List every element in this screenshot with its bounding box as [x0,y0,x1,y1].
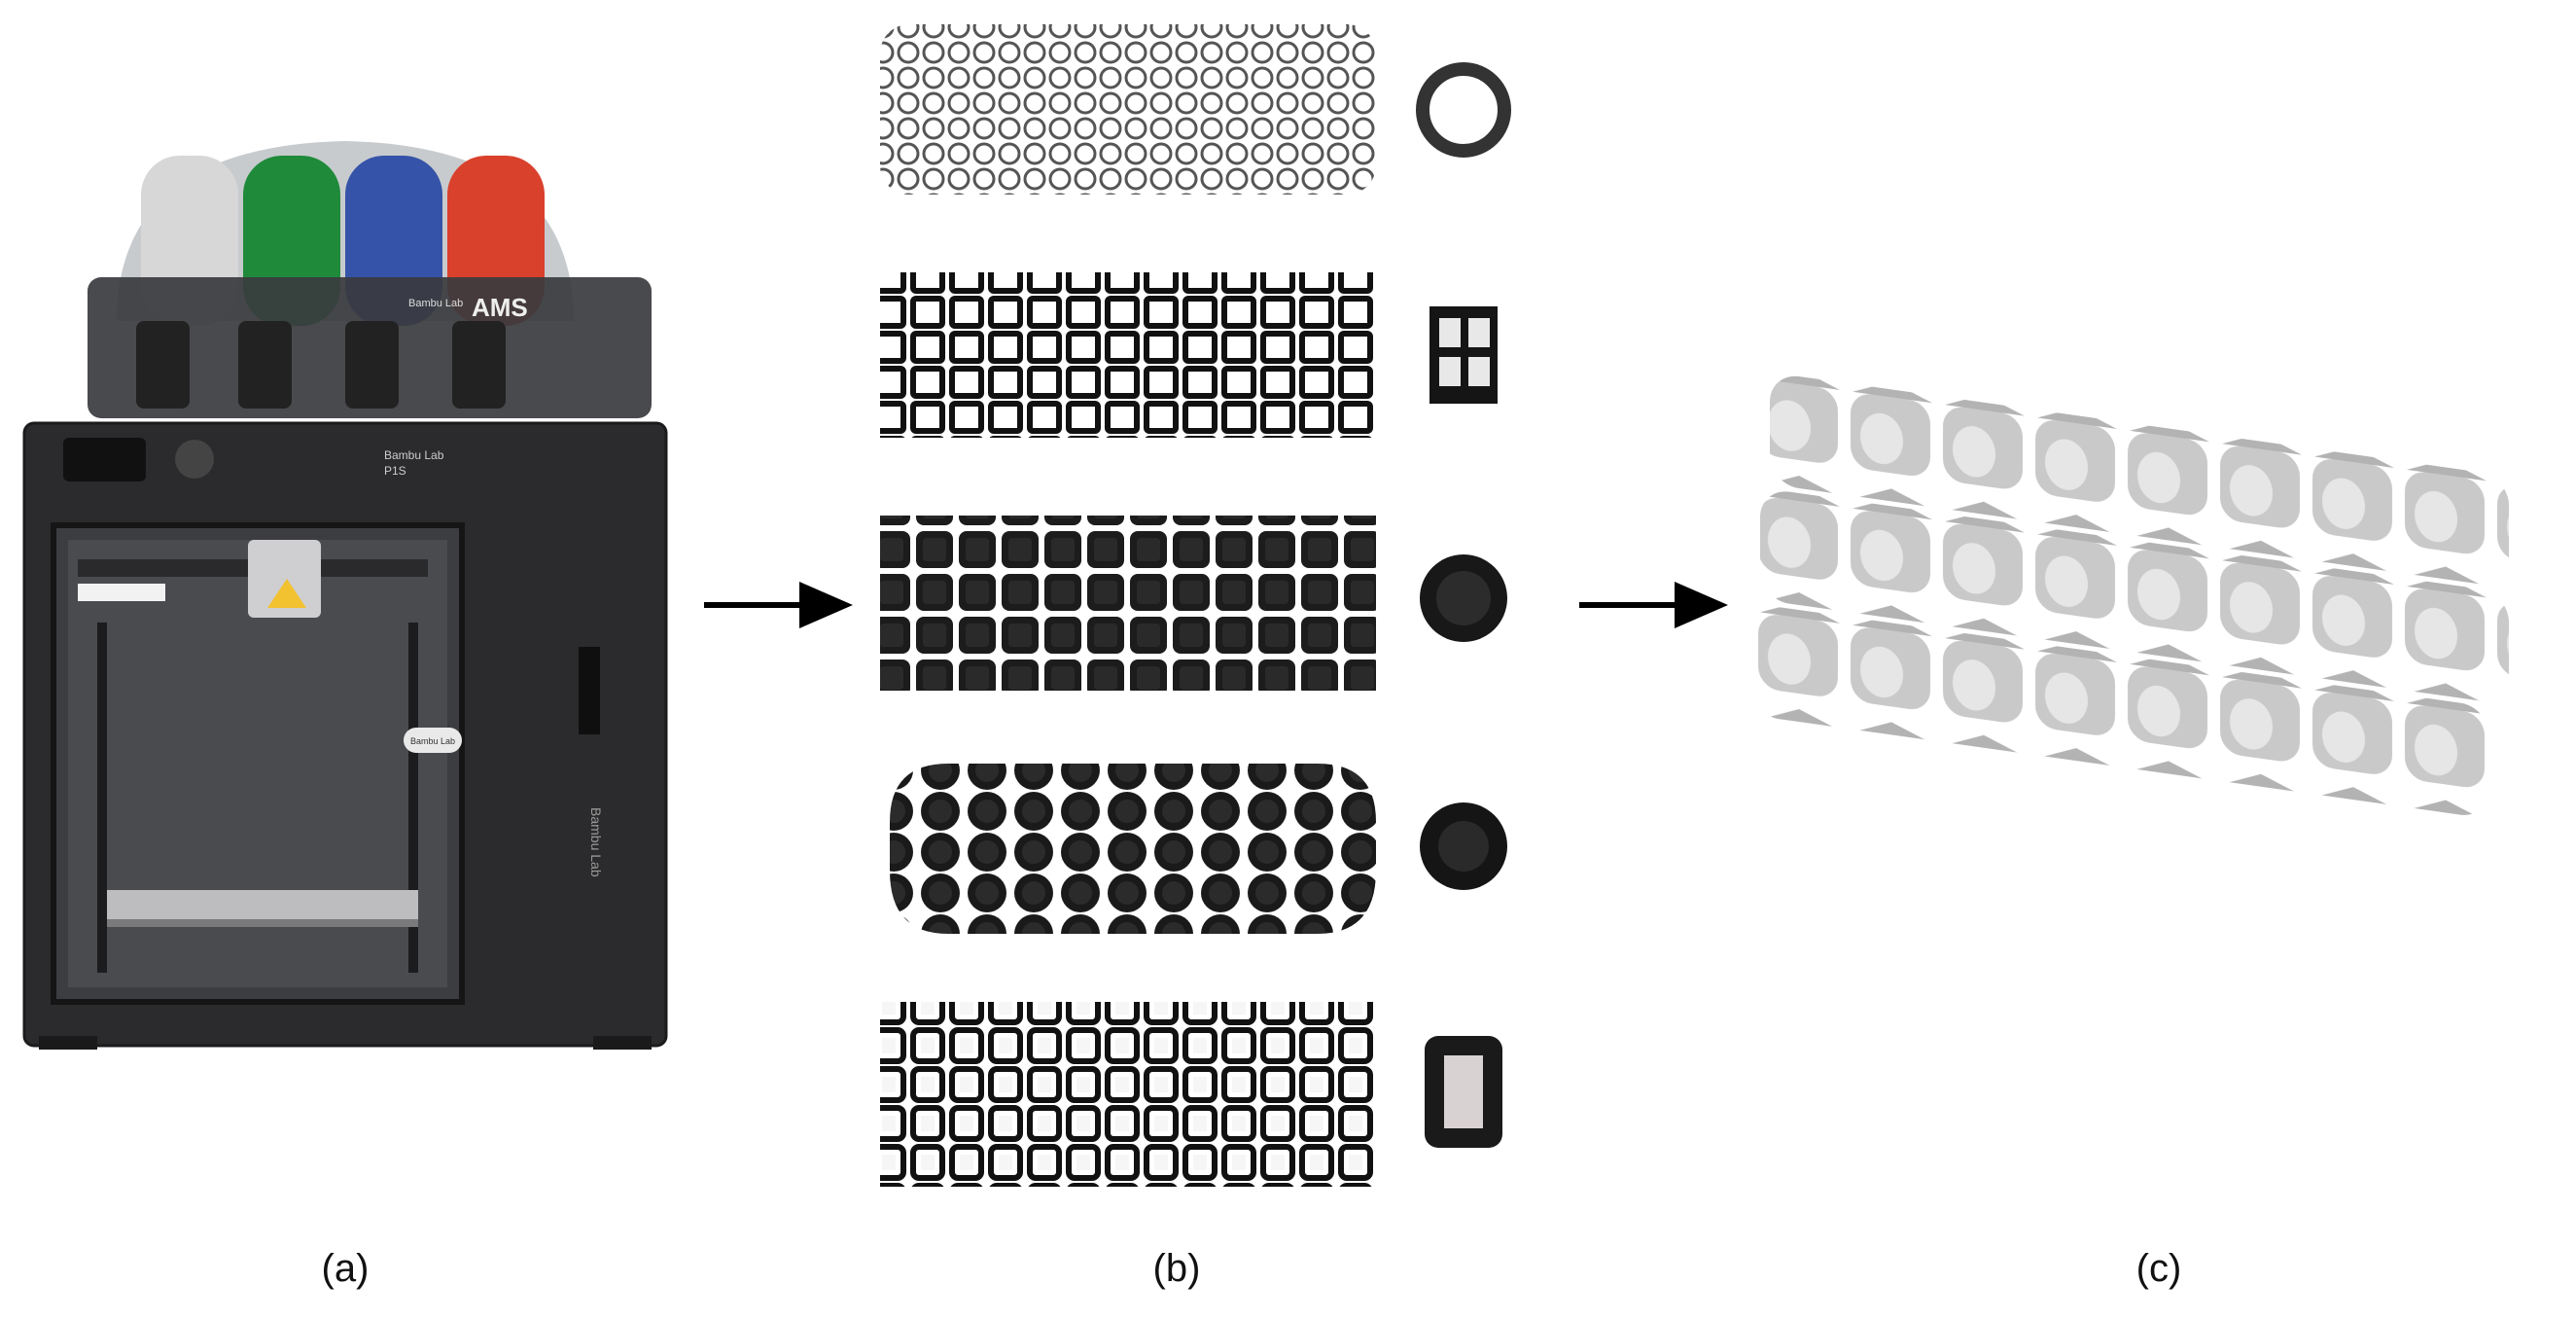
square-link-sheet [880,272,1376,438]
door-badge-text: Bambu Lab [410,736,455,746]
sample-row-4 [890,764,1507,934]
sample-row-5 [880,1002,1502,1187]
render-strip-3 [1750,606,2489,815]
label-b: (b) [1152,1247,1201,1290]
printer-display [63,438,146,481]
ams-brand: Bambu Lab [408,298,463,309]
sample-row-2 [880,272,1498,438]
side-brand: Bambu Lab [588,807,604,877]
interlock-link-sheet [880,1002,1376,1187]
render-strip-2 [1760,491,2509,701]
ring-unit [1416,62,1511,158]
printer-brand: Bambu Lab [384,448,444,462]
arrow-right-icon [704,582,853,628]
label-c: (c) [2135,1247,2182,1290]
printer-illustration: Bambu Lab AMS Bambu Lab P1S Bambu Lab Ba… [22,141,668,1050]
panel-a-printer: Bambu Lab AMS Bambu Lab P1S Bambu Lab Ba… [10,126,681,1070]
render-illustration [1750,375,2509,815]
square-tile-sheet [880,516,1376,691]
control-dial [175,440,214,479]
warning-icon [267,579,306,608]
sample-row-1 [880,24,1511,195]
chainmail-ring-sheet [880,24,1376,195]
hex-tile-sheet [890,764,1376,934]
printer-model: P1S [384,464,406,478]
build-plate [107,890,418,919]
render-strip-1 [1770,375,2509,585]
sample-row-3 [880,516,1507,691]
door-badge [404,728,462,753]
ams-label: AMS [472,293,528,322]
ams-feeders [136,321,506,409]
arrow-right-icon [1579,582,1728,628]
label-a: (a) [321,1247,370,1290]
gantry-highlight [78,584,165,601]
panel-c-render [1750,340,2567,885]
panel-b-samples [870,15,1541,1230]
toolhead [248,540,321,618]
side-logo-icon [579,647,600,734]
samples-illustration [880,24,1511,1187]
